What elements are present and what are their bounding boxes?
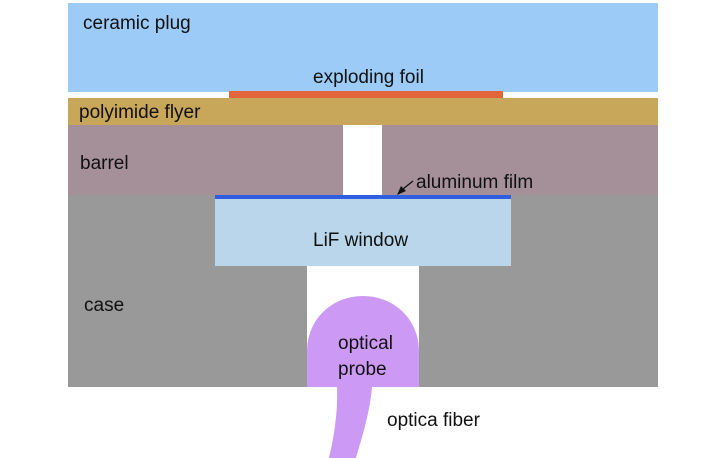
aluminum-film-leader <box>402 180 414 190</box>
ceramic-plug <box>68 3 658 92</box>
optical-fiber-label: optica fiber <box>387 410 480 431</box>
lif-window <box>215 197 511 266</box>
optical-fiber <box>329 387 372 458</box>
optical-probe <box>307 296 419 387</box>
aluminum-film-label: aluminum film <box>416 172 534 193</box>
aluminum-film-arrowhead <box>397 186 406 195</box>
barrel-bore <box>343 125 382 195</box>
aluminum-film <box>215 195 511 199</box>
optical-probe-label-line2: probe <box>338 359 387 380</box>
case-label: case <box>84 295 125 316</box>
exploding-foil-label: exploding foil <box>313 67 424 88</box>
optical-probe-label-line1: optical <box>338 333 393 354</box>
polyimide-flyer-label: polyimide flyer <box>79 102 201 123</box>
barrel-label: barrel <box>80 153 129 174</box>
lif-window-label: LiF window <box>313 230 409 251</box>
ceramic-plug-label: ceramic plug <box>83 13 191 34</box>
exploding-foil <box>229 91 503 98</box>
polyimide-flyer <box>68 98 658 125</box>
